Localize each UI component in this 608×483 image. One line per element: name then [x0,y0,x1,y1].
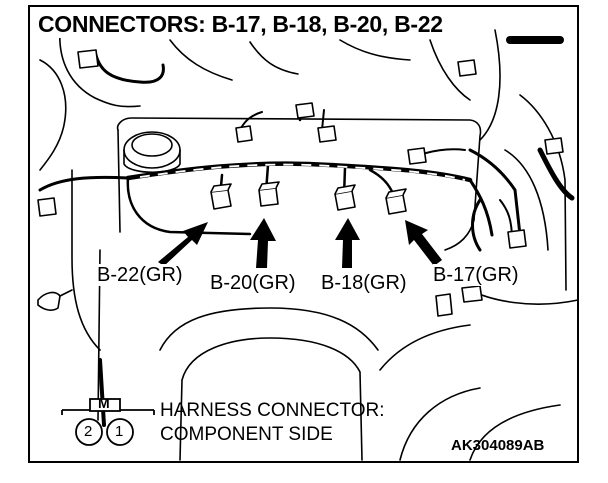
legend-symbol-mark: M [98,395,110,411]
connector-b17-body [385,188,407,215]
wire-harness [38,36,575,427]
connector-b18-body [334,184,356,211]
arrow-b22 [158,222,208,266]
legend-line-2: COMPONENT SIDE [160,424,333,445]
diagram-title: CONNECTORS: B-17, B-18, B-20, B-22 [36,10,445,38]
connector-label-b17: B-17(GR) [433,264,519,286]
connector-blocks [37,49,564,317]
arrow-b18 [335,218,360,268]
arrow-b20 [250,218,276,268]
legend-pin-1: 1 [115,423,124,440]
legend-connector-symbol [61,398,155,446]
legend-line-1: HARNESS CONNECTOR: [160,400,385,421]
connector-label-b18: B-18(GR) [321,272,407,294]
legend-pin-2: 2 [84,423,93,440]
connector-label-b20: B-20(GR) [210,272,296,294]
connector-label-b22: B-22(GR) [97,264,183,286]
arrow-b17 [405,220,442,266]
figure-code: AK304089AB [451,437,545,454]
diagram-border [28,5,579,463]
connector-b20-body [258,181,280,207]
pointer-arrows [158,218,442,268]
connector-b22-body [210,183,232,210]
engine-outline [37,29,579,461]
